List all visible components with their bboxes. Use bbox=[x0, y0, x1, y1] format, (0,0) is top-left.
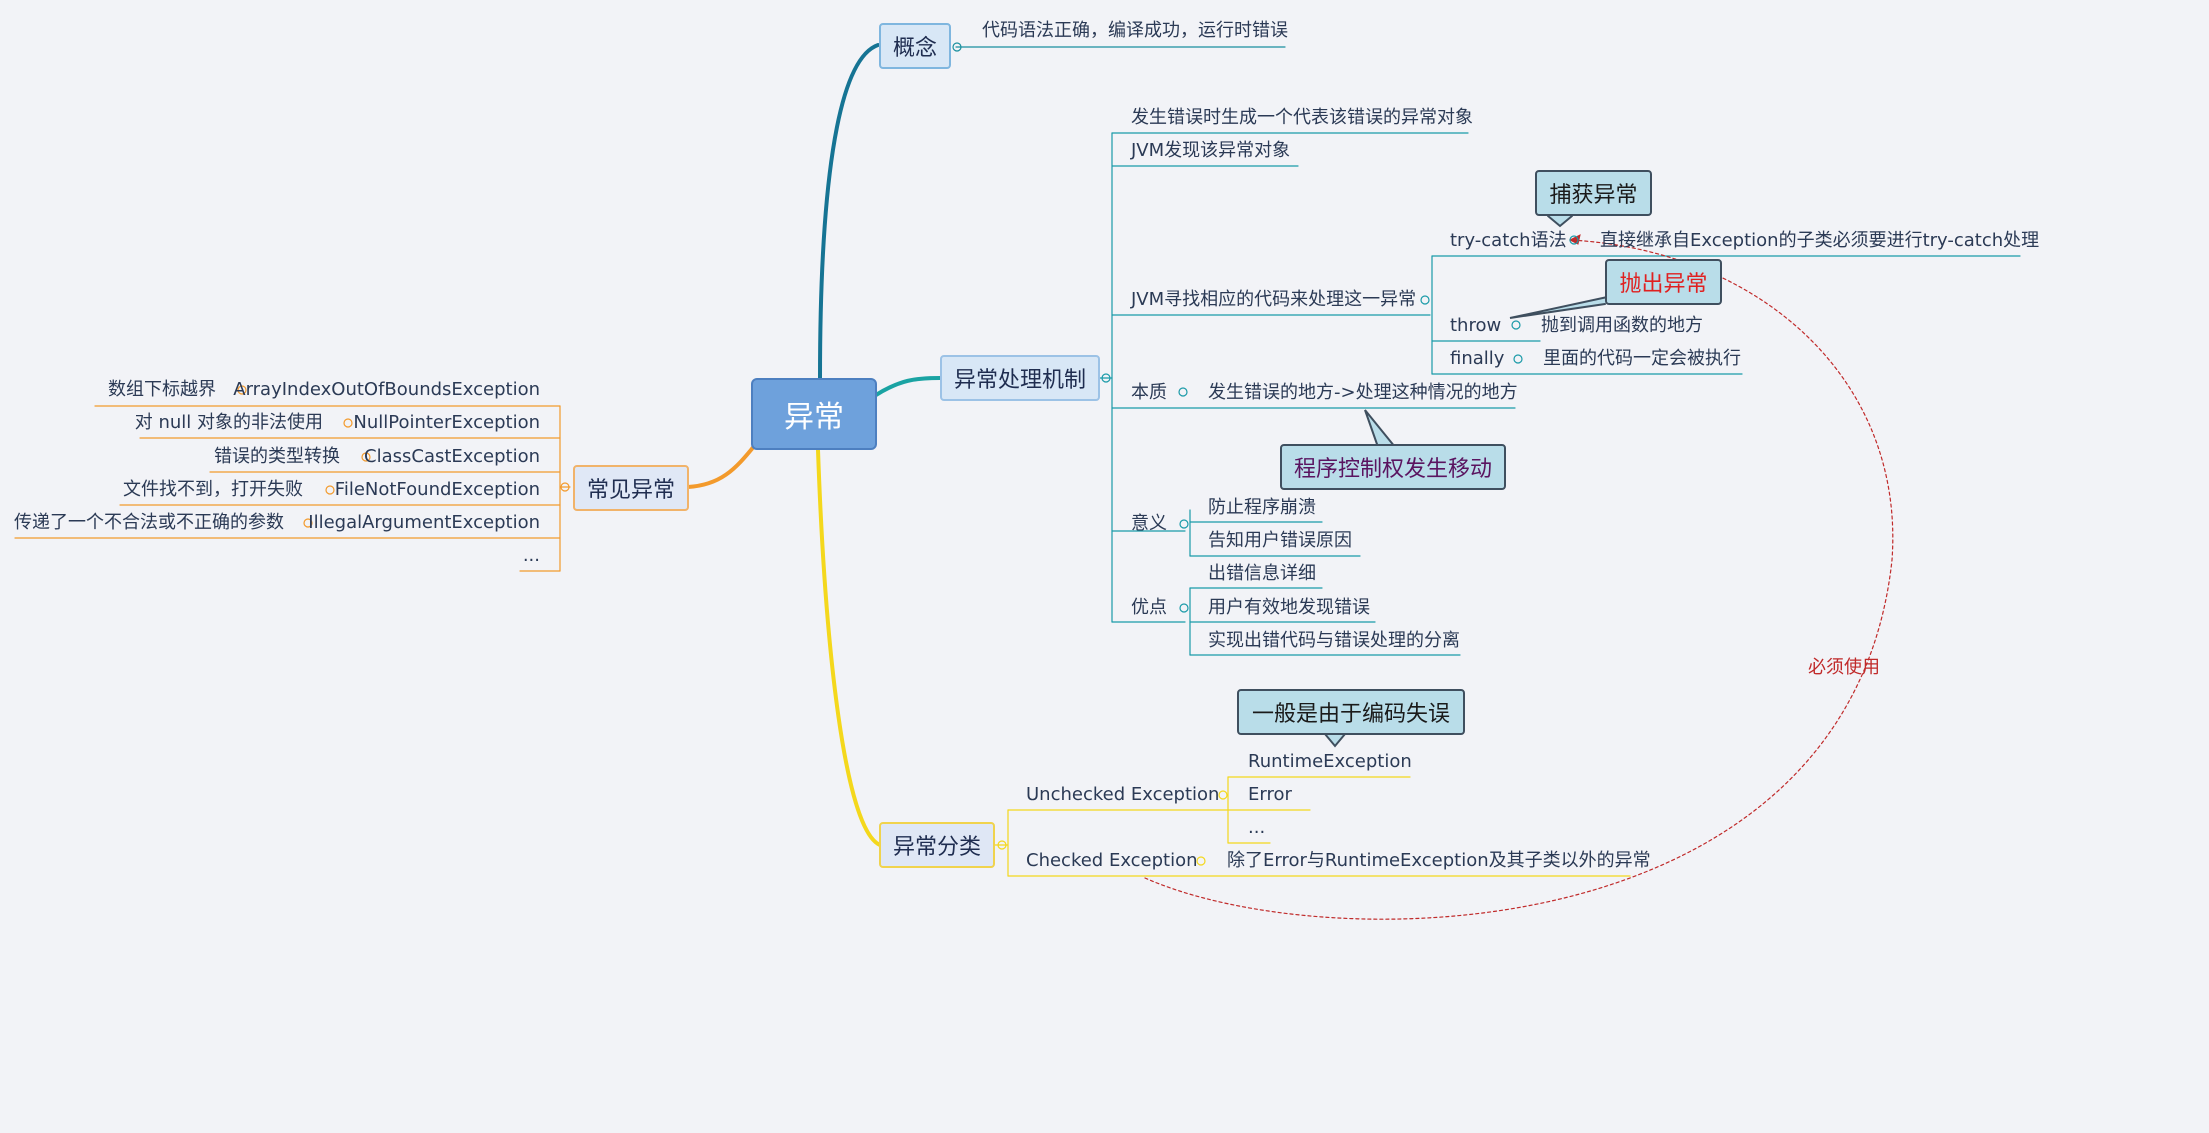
link-root-mechanism bbox=[874, 376, 942, 397]
common-row-5-name[interactable]: IllegalArgumentException bbox=[308, 512, 540, 533]
link-root-common bbox=[686, 443, 757, 489]
callout-pointer-coding bbox=[1324, 733, 1346, 748]
essence-note[interactable]: 发生错误的地方->处理这种情况的地方 bbox=[1208, 382, 1518, 403]
callout-pointer-control bbox=[1364, 409, 1396, 448]
checked-note[interactable]: 除了Error与RuntimeException及其子类以外的异常 bbox=[1227, 850, 1651, 871]
link-root-classification bbox=[816, 448, 882, 847]
callout-pointer-throw bbox=[1509, 295, 1613, 319]
callout-throw[interactable]: 抛出异常 bbox=[1605, 259, 1722, 305]
callout-pointer-catch bbox=[1547, 215, 1573, 228]
common-row-more[interactable]: ... bbox=[522, 545, 540, 566]
mechanism-generate[interactable]: 发生错误时生成一个代表该错误的异常对象 bbox=[1131, 107, 1473, 128]
throw-note[interactable]: 抛到调用函数的地方 bbox=[1541, 315, 1703, 336]
unchecked-child-3[interactable]: ... bbox=[1248, 817, 1266, 838]
mechanism-jvm-handle[interactable]: JVM寻找相应的代码来处理这一异常 bbox=[1131, 289, 1417, 310]
topic-mechanism-label: 异常处理机制 bbox=[953, 368, 1086, 393]
mechanism-jvm-find[interactable]: JVM发现该异常对象 bbox=[1131, 140, 1291, 161]
meaning-child-1[interactable]: 防止程序崩溃 bbox=[1208, 497, 1316, 518]
callout-coding[interactable]: 一般是由于编码失误 bbox=[1237, 689, 1465, 735]
topic-mechanism[interactable]: 异常处理机制 bbox=[940, 355, 1100, 401]
callout-control[interactable]: 程序控制权发生移动 bbox=[1280, 444, 1506, 490]
callout-catch[interactable]: 捕获异常 bbox=[1535, 170, 1652, 216]
advantage-child-1[interactable]: 出错信息详细 bbox=[1208, 563, 1316, 584]
common-row-1-desc[interactable]: 数组下标越界 bbox=[108, 379, 216, 400]
essence-item[interactable]: 本质 bbox=[1131, 382, 1167, 403]
common-row-2-name[interactable]: NullPointerException bbox=[353, 412, 540, 433]
topic-concept-label: 概念 bbox=[892, 36, 937, 61]
relationship-line bbox=[1144, 239, 1894, 920]
common-row-2-desc[interactable]: 对 null 对象的非法使用 bbox=[134, 412, 323, 433]
unchecked-child-2[interactable]: Error bbox=[1248, 784, 1292, 805]
relationship-label[interactable]: 必须使用 bbox=[1808, 657, 1880, 678]
common-row-3-name[interactable]: ClassCastException bbox=[364, 446, 540, 467]
finally-item[interactable]: finally bbox=[1450, 348, 1505, 369]
topic-classification-label: 异常分类 bbox=[892, 835, 981, 860]
throw-item[interactable]: throw bbox=[1450, 315, 1502, 336]
advantage-child-3[interactable]: 实现出错代码与错误处理的分离 bbox=[1208, 630, 1460, 651]
common-row-5-desc[interactable]: 传递了一个不合法或不正确的参数 bbox=[14, 512, 284, 533]
unchecked-child-1[interactable]: RuntimeException bbox=[1248, 751, 1412, 772]
link-root-concept bbox=[818, 43, 880, 380]
meaning-item[interactable]: 意义 bbox=[1131, 513, 1167, 534]
unchecked-exception[interactable]: Unchecked Exception bbox=[1026, 784, 1220, 805]
try-catch-item[interactable]: try-catch语法 bbox=[1450, 230, 1567, 251]
meaning-child-2[interactable]: 告知用户错误原因 bbox=[1208, 530, 1352, 551]
root-node[interactable]: 异常 bbox=[751, 378, 877, 450]
advantage-child-2[interactable]: 用户有效地发现错误 bbox=[1208, 597, 1370, 618]
topic-common[interactable]: 常见异常 bbox=[573, 465, 689, 511]
topic-common-label: 常见异常 bbox=[586, 478, 675, 503]
root-label: 异常 bbox=[784, 400, 844, 435]
advantage-item[interactable]: 优点 bbox=[1131, 597, 1167, 618]
common-row-4-desc[interactable]: 文件找不到，打开失败 bbox=[123, 479, 303, 500]
concept-item[interactable]: 代码语法正确，编译成功，运行时错误 bbox=[982, 20, 1288, 41]
topic-concept[interactable]: 概念 bbox=[879, 23, 951, 69]
checked-exception[interactable]: Checked Exception bbox=[1026, 850, 1198, 871]
finally-note[interactable]: 里面的代码一定会被执行 bbox=[1543, 348, 1741, 369]
try-catch-note[interactable]: 直接继承自Exception的子类必须要进行try-catch处理 bbox=[1600, 230, 2040, 251]
common-row-3-desc[interactable]: 错误的类型转换 bbox=[214, 446, 340, 467]
topic-classification[interactable]: 异常分类 bbox=[879, 822, 995, 868]
common-row-4-name[interactable]: FileNotFoundException bbox=[334, 479, 540, 500]
common-row-1-name[interactable]: ArrayIndexOutOfBoundsException bbox=[233, 379, 540, 400]
